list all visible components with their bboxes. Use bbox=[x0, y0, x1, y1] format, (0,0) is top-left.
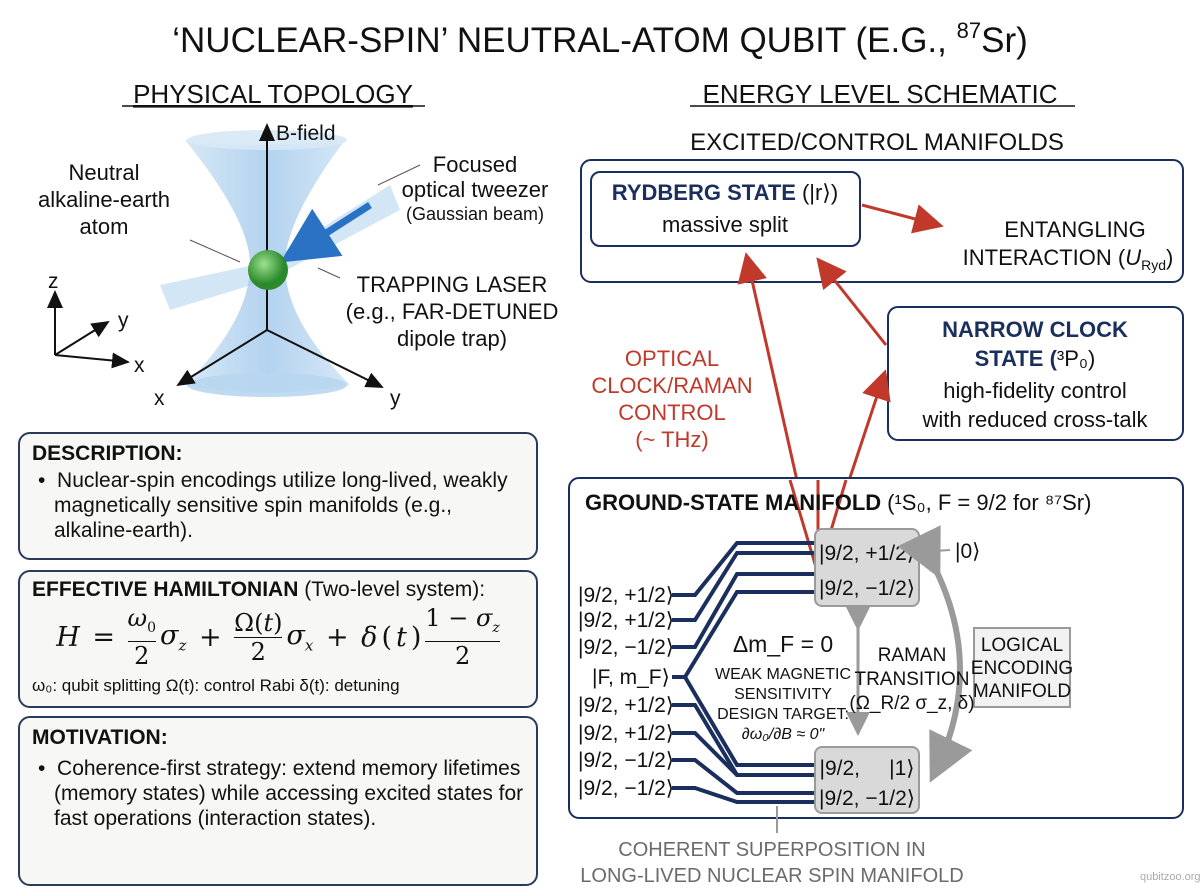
curved-arrow-icon bbox=[897, 525, 973, 783]
description-heading: DESCRIPTION: bbox=[32, 442, 183, 465]
beam-x-label: x bbox=[154, 387, 165, 410]
motivation-bullet: • Coherence-first strategy: extend memor… bbox=[38, 757, 524, 830]
svg-text:|9/2, −1/2⟩: |9/2, −1/2⟩ bbox=[578, 749, 674, 772]
atom-icon bbox=[248, 250, 288, 290]
svg-text:|9/2, +1/2⟩: |9/2, +1/2⟩ bbox=[578, 722, 674, 745]
motivation-box: MOTIVATION: • Coherence-first strategy: … bbox=[18, 716, 538, 886]
hamiltonian-box: EFFECTIVE HAMILTONIAN (Two-level system)… bbox=[18, 570, 538, 708]
beam-y-label: y bbox=[390, 387, 401, 410]
ground-title: GROUND-STATE MANIFOLD(¹S₀, F = 9/2 for ⁸… bbox=[585, 490, 1091, 515]
hamiltonian-subheading: (Two-level system): bbox=[304, 578, 486, 601]
clock-sub-1: high-fidelity control bbox=[943, 378, 1126, 403]
b-field-label: B-field bbox=[276, 122, 336, 145]
hamiltonian-heading: EFFECTIVE HAMILTONIAN bbox=[32, 578, 299, 601]
svg-text:|9/2, −1/2⟩: |9/2, −1/2⟩ bbox=[578, 636, 674, 659]
logical-encoding-box bbox=[973, 627, 1071, 708]
y-axis-label: y bbox=[118, 309, 129, 332]
description-box: DESCRIPTION: • Nuclear-spin encodings ut… bbox=[18, 432, 538, 560]
lower-state-1: |9/2, |1⟩ bbox=[820, 757, 915, 780]
z-axis-label: z bbox=[48, 270, 59, 293]
ket-0-label: |0⟩ bbox=[955, 540, 980, 563]
left-levels: |9/2, +1/2⟩ |9/2, +1/2⟩ |9/2, −1/2⟩ |F, … bbox=[578, 584, 674, 800]
beam-arrow-icon bbox=[280, 202, 372, 263]
tweezer-beam bbox=[160, 185, 400, 310]
description-bullet: • Nuclear-spin encodings utilize long-li… bbox=[38, 469, 508, 542]
upper-state-2: |9/2, −1/2⟩ bbox=[819, 577, 915, 600]
physical-topology-heading: PHYSICAL TOPOLOGY bbox=[133, 79, 413, 109]
page-title: ‘NUCLEAR-SPIN’ NEUTRAL-ATOM QUBIT (E.G.,… bbox=[172, 18, 1028, 60]
excited-heading: EXCITED/CONTROL MANIFOLDS bbox=[690, 129, 1064, 156]
level-lines bbox=[672, 541, 815, 804]
hamiltonian-legend: ω₀: qubit splitting Ω(t): control Rabi δ… bbox=[32, 676, 400, 695]
svg-text:|9/2, −1/2⟩: |9/2, −1/2⟩ bbox=[578, 777, 674, 800]
svg-text:|F, m_F⟩: |F, m_F⟩ bbox=[592, 666, 670, 689]
energy-schematic-heading: ENERGY LEVEL SCHEMATIC bbox=[703, 79, 1058, 109]
upper-state-1: |9/2, +1/2⟩ bbox=[819, 542, 915, 565]
lower-state-2: |9/2, −1/2⟩ bbox=[819, 787, 915, 810]
tweezer-illustration bbox=[47, 123, 421, 397]
delta-mf-label: Δm_F = 0 bbox=[733, 631, 833, 657]
motivation-heading: MOTIVATION: bbox=[32, 726, 168, 749]
rydberg-title: RYDBERG STATE(|r⟩) bbox=[612, 180, 838, 205]
rydberg-box bbox=[590, 171, 861, 247]
clock-title: NARROW CLOCK bbox=[942, 317, 1128, 342]
svg-text:|9/2, +1/2⟩: |9/2, +1/2⟩ bbox=[578, 584, 674, 607]
svg-text:|9/2, +1/2⟩: |9/2, +1/2⟩ bbox=[578, 694, 674, 717]
watermark: qubitzoo.org bbox=[1140, 871, 1200, 883]
rydberg-sub: massive split bbox=[662, 212, 788, 237]
clock-sub-2: with reduced cross-talk bbox=[922, 407, 1149, 432]
clock-state: STATE (³P₀) bbox=[975, 346, 1096, 371]
x-axis-label: x bbox=[134, 354, 145, 377]
coherent-label-1: COHERENT SUPERPOSITION IN bbox=[618, 839, 925, 861]
svg-text:|9/2, +1/2⟩: |9/2, +1/2⟩ bbox=[578, 609, 674, 632]
coherent-label-2: LONG-LIVED NUCLEAR SPIN MANIFOLD bbox=[580, 865, 963, 887]
